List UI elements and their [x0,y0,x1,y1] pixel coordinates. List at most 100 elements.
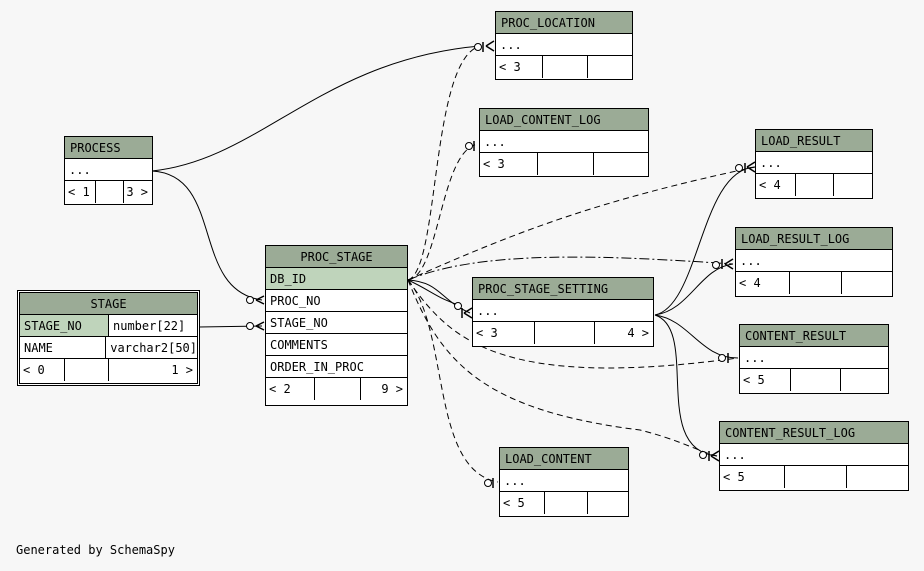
table-header[interactable]: STAGE [20,293,197,315]
ellipsis: ... [477,303,499,318]
table-columns-collapsed[interactable]: ... [496,34,632,56]
rel-proc-stage-load-content [407,279,499,483]
child-count[interactable] [587,56,632,78]
table-column-row[interactable]: DB_ID [266,268,407,290]
column-name: NAME [24,340,53,355]
table-column-row[interactable]: NAME varchar2[50] [20,337,197,359]
child-count[interactable] [593,153,648,175]
child-count[interactable]: 4 > [594,322,653,344]
table-columns-collapsed[interactable]: ... [500,470,628,492]
table-header[interactable]: CONTENT_RESULT [740,325,888,347]
footer-spacer [789,272,841,294]
table-footer: < 4 [756,174,872,196]
table-columns-collapsed[interactable]: ... [720,444,908,466]
footer-spacer [544,492,587,514]
table-process[interactable]: PROCESS ... < 1 3 > [64,136,153,205]
marker-load-content-log [465,142,473,150]
rel-proc-stage-load-result-log [407,256,734,281]
child-count[interactable]: 1 > [108,359,197,381]
ellipsis: ... [504,473,526,488]
child-count[interactable] [846,466,908,488]
rel-setting-load-result [654,166,756,316]
child-count[interactable] [833,174,872,196]
child-count[interactable] [587,492,628,514]
table-columns-collapsed[interactable]: ... [740,347,888,369]
table-header[interactable]: PROC_STAGE_SETTING [473,278,653,300]
parent-count[interactable]: < 1 [68,185,90,199]
table-content-result-log[interactable]: CONTENT_RESULT_LOG ... < 5 [719,421,909,491]
footer-spacer [537,153,593,175]
table-column-row[interactable]: ORDER_IN_PROC [266,356,407,378]
table-footer: < 5 [720,466,908,488]
table-header[interactable]: LOAD_RESULT [756,130,872,152]
parent-count[interactable]: < 4 [759,178,781,192]
table-header[interactable]: PROC_STAGE [266,246,407,268]
table-header[interactable]: PROCESS [65,137,152,159]
ellipsis: ... [69,162,91,177]
table-header[interactable]: CONTENT_RESULT_LOG [720,422,908,444]
column-name: PROC_NO [270,293,321,308]
marker-load-result-log [712,261,720,269]
table-columns-collapsed[interactable]: ... [756,152,872,174]
rel-process-proc-stage [151,170,263,301]
footer-spacer [64,359,108,381]
table-load-result-log[interactable]: LOAD_RESULT_LOG ... < 4 [735,227,893,297]
table-header[interactable]: PROC_LOCATION [496,12,632,34]
parent-count[interactable]: < 4 [739,276,761,290]
ellipsis: ... [724,447,746,462]
table-columns-collapsed[interactable]: ... [65,159,152,181]
rel-proc-stage-content-result [407,279,739,369]
crow-load-result [744,161,756,173]
table-footer: < 4 [736,272,892,294]
table-header[interactable]: LOAD_CONTENT [500,448,628,470]
table-column-row[interactable]: PROC_NO [266,290,407,312]
table-columns-collapsed[interactable]: ... [736,250,892,272]
footer-spacer [534,322,594,344]
column-name: DB_ID [270,271,307,286]
rel-proc-stage-content-result-log [407,279,718,457]
ellipsis: ... [744,350,766,365]
table-header[interactable]: LOAD_CONTENT_LOG [480,109,648,131]
table-load-result[interactable]: LOAD_RESULT ... < 4 [755,129,873,199]
column-name: COMMENTS [270,337,328,352]
table-footer: < 3 [480,153,648,175]
parent-count[interactable]: < 0 [23,363,45,377]
rel-setting-content-result [654,314,739,359]
child-count[interactable] [841,272,892,294]
table-column-row[interactable]: STAGE_NO number[22] [20,315,197,337]
table-footer: < 0 1 > [20,359,197,381]
parent-count[interactable]: < 3 [499,60,521,74]
child-count[interactable]: 9 > [360,378,407,400]
parent-count[interactable]: < 3 [483,157,505,171]
parent-count[interactable]: < 3 [476,326,498,340]
table-proc-stage-setting[interactable]: PROC_STAGE_SETTING ... < 3 4 > [472,277,654,347]
marker-content-result-log [699,451,707,459]
table-load-content-log[interactable]: LOAD_CONTENT_LOG ... < 3 [479,108,649,177]
table-load-content[interactable]: LOAD_CONTENT ... < 5 [499,447,629,517]
parent-count[interactable]: < 5 [723,470,745,484]
table-content-result[interactable]: CONTENT_RESULT ... < 5 [739,324,889,394]
ellipsis: ... [760,155,782,170]
rel-proc-stage-proc-location [407,45,481,281]
table-footer: < 2 9 > [266,378,407,400]
child-count[interactable]: 3 > [123,181,152,203]
parent-count[interactable]: < 5 [743,373,765,387]
child-count[interactable] [840,369,888,391]
parent-count[interactable]: < 2 [269,382,291,396]
table-stage[interactable]: STAGE STAGE_NO number[22] NAME varchar2[… [17,290,200,386]
rel-setting-content-result-log [654,314,718,457]
rel-process-proc-location [151,45,481,172]
parent-count[interactable]: < 5 [503,496,525,510]
generated-by-note: Generated by SchemaSpy [16,543,175,557]
marker-proc-location [474,43,482,51]
table-columns-collapsed[interactable]: ... [473,300,653,322]
table-column-row[interactable]: COMMENTS [266,334,407,356]
table-header[interactable]: LOAD_RESULT_LOG [736,228,892,250]
ellipsis: ... [484,134,506,149]
table-proc-stage[interactable]: PROC_STAGE DB_ID PROC_NO STAGE_NO COMMEN… [265,245,408,406]
table-proc-location[interactable]: PROC_LOCATION ... < 3 [495,11,633,80]
table-footer: < 3 4 > [473,322,653,344]
table-column-row[interactable]: STAGE_NO [266,312,407,334]
table-columns-collapsed[interactable]: ... [480,131,648,153]
